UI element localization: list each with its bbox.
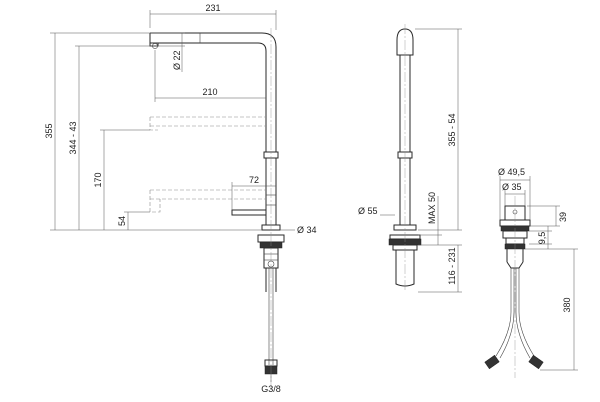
detail-view: Ø 49,5 Ø 35 39 9,5 380	[484, 167, 578, 378]
detail-dimensions	[499, 176, 578, 371]
dim-front-base-diameter: Ø 55	[358, 206, 378, 216]
dim-base-diameter: Ø 34	[297, 225, 317, 235]
dim-reach-lower: 210	[202, 87, 217, 97]
dim-total-height: 355	[44, 123, 54, 138]
dim-detail-outer-diameter: Ø 49,5	[498, 167, 525, 177]
dim-max-thickness: MAX 50	[427, 192, 437, 224]
dim-spout-diameter: Ø 22	[172, 50, 182, 70]
side-spout-alt-positions	[149, 116, 266, 213]
dim-connector: G3/8	[261, 384, 281, 394]
dim-reach: 231	[205, 3, 220, 13]
dim-shank-range: 116 - 231	[447, 247, 457, 284]
side-view: 231 Ø 22 210 355 344 - 43 170 54 72 Ø 34…	[44, 3, 317, 394]
dim-lever: 72	[249, 175, 259, 185]
dim-detail-inner-diameter: Ø 35	[502, 182, 522, 192]
dim-detail-h95: 9,5	[537, 232, 547, 245]
detail-mount-body	[484, 196, 544, 378]
dim-height-170: 170	[93, 172, 103, 187]
dim-front-height-range: 355 - 54	[447, 113, 457, 146]
front-faucet-body	[388, 24, 422, 292]
front-dimensions	[380, 28, 462, 293]
side-dimensions	[50, 10, 295, 382]
side-faucet-body	[149, 28, 285, 390]
front-view: Ø 55 355 - 54 MAX 50 116 - 231	[358, 24, 462, 293]
dim-detail-hose-length: 380	[562, 297, 572, 312]
dim-spout-height: 344 - 43	[68, 121, 78, 154]
dim-height-54: 54	[117, 216, 127, 226]
dim-detail-h39: 39	[558, 212, 568, 222]
